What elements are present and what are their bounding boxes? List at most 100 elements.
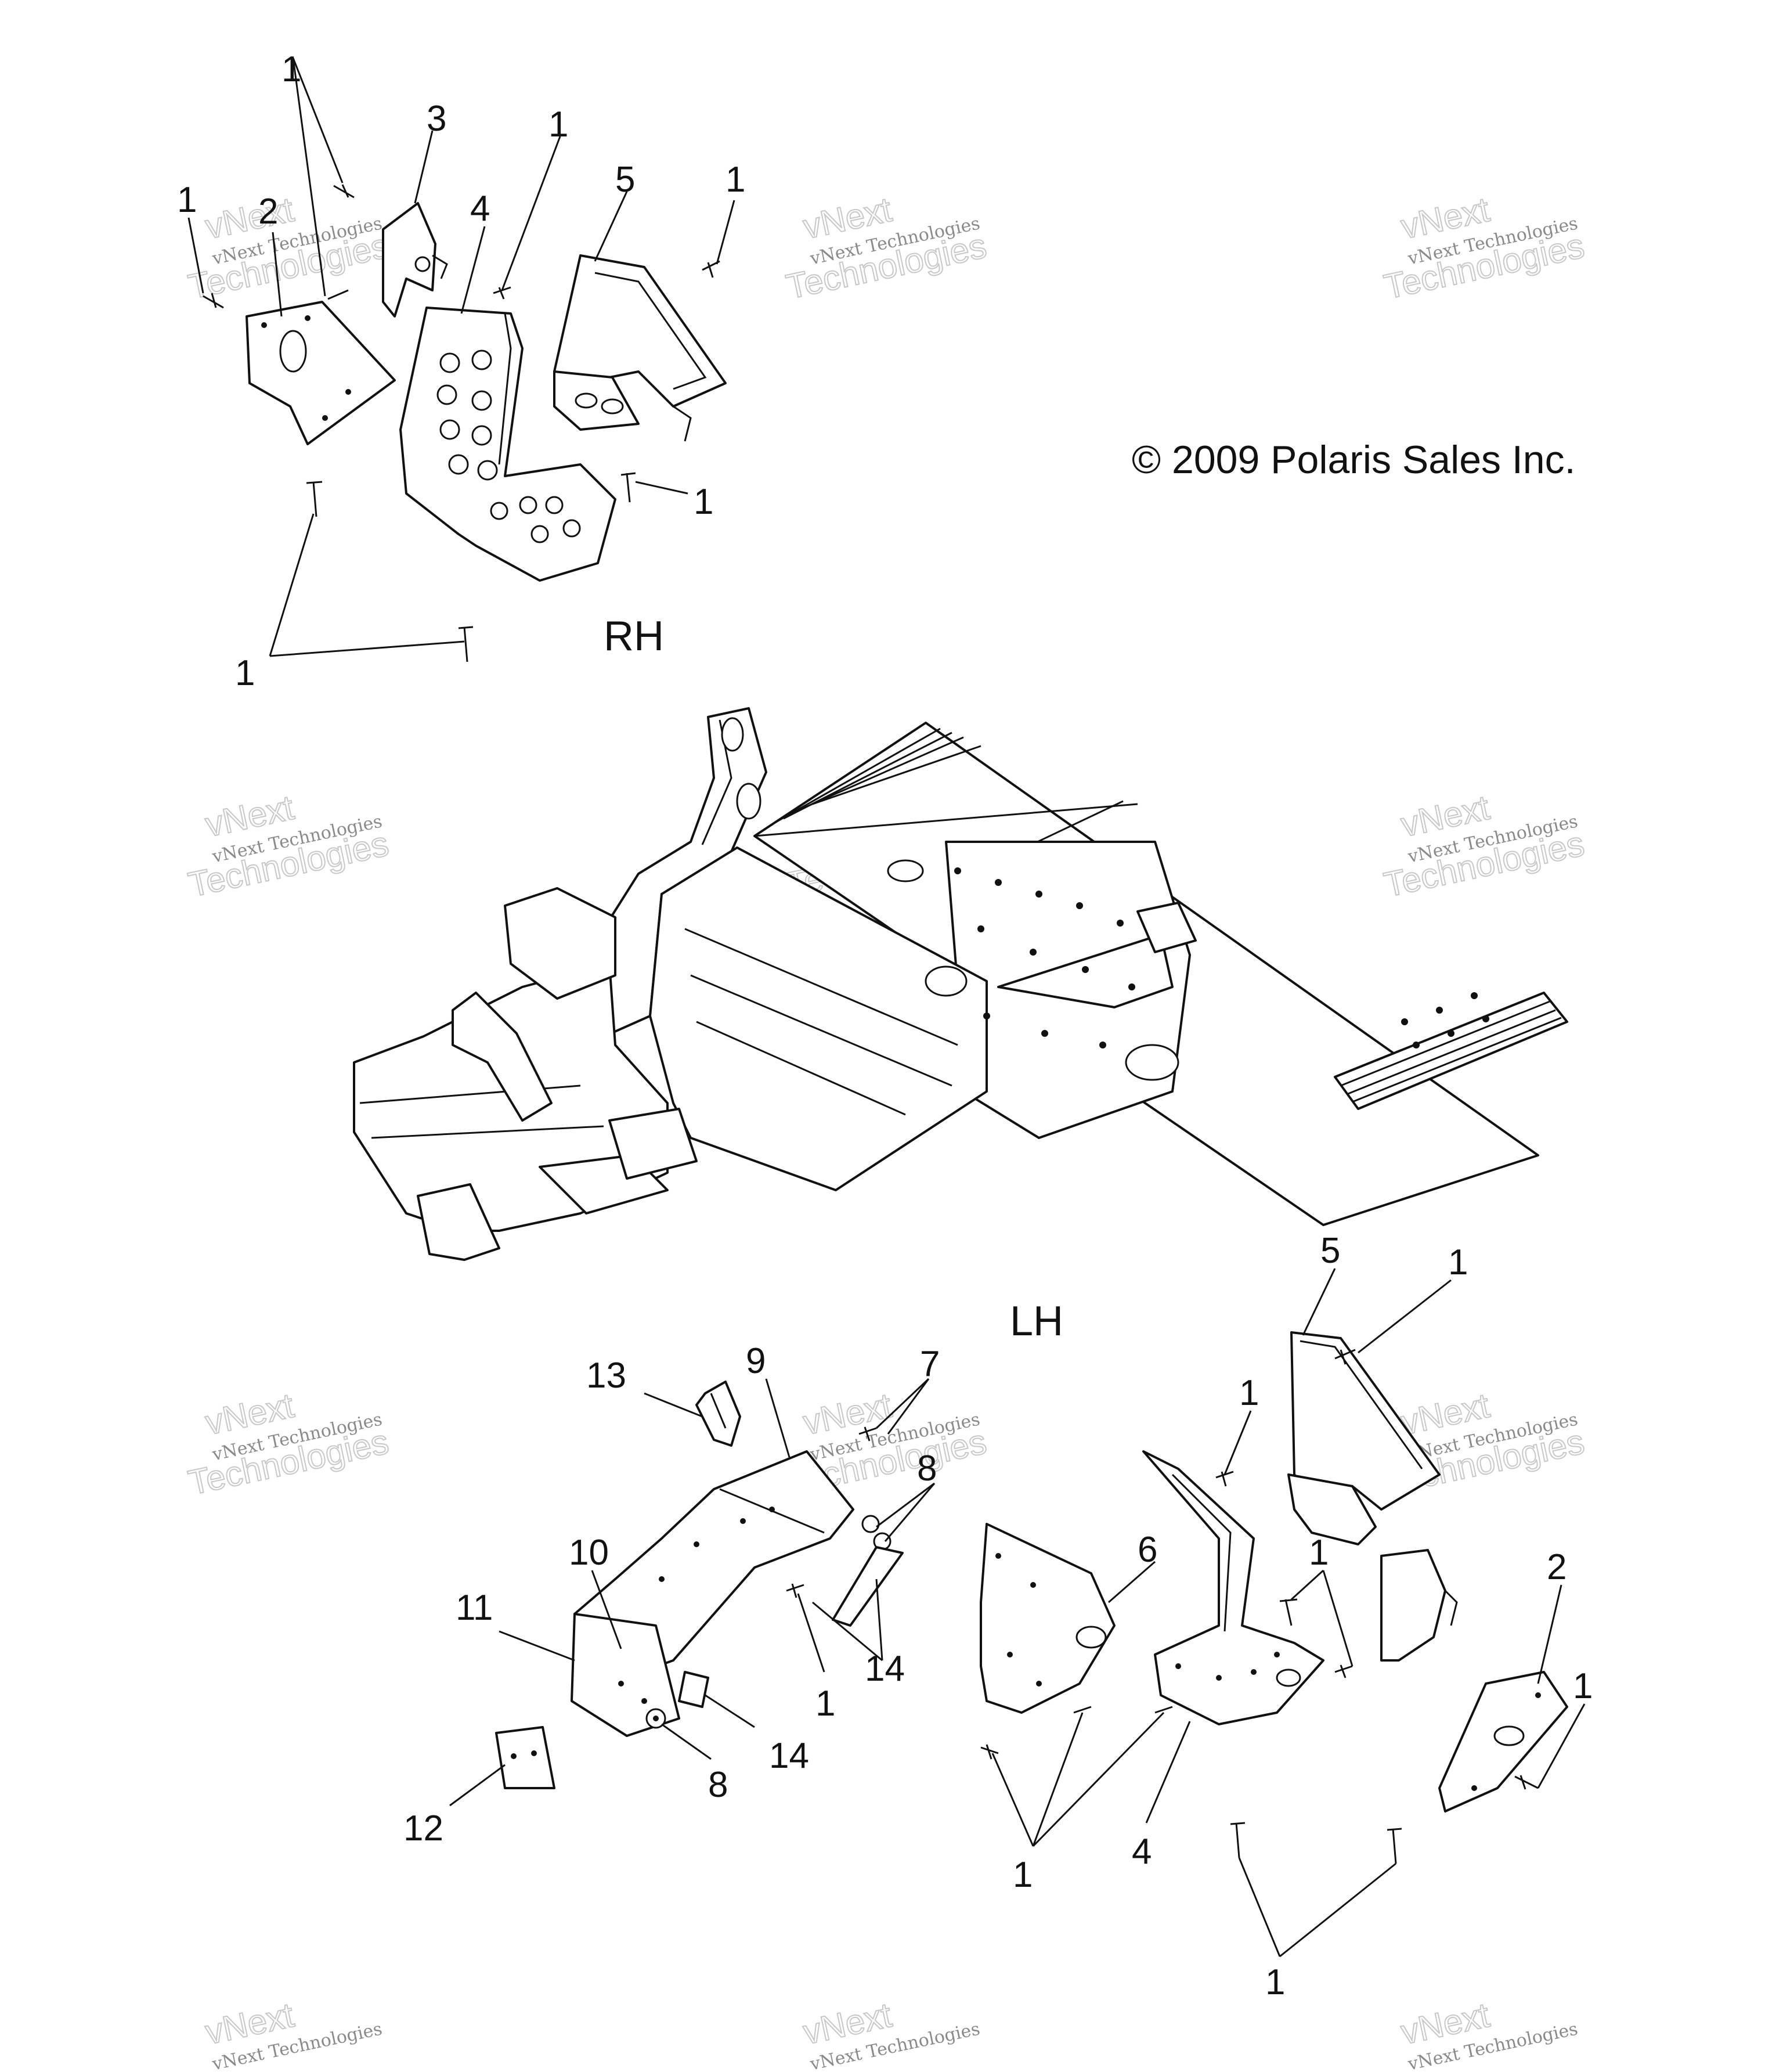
lh-callout-1-d: 1 — [815, 1684, 835, 1724]
lh-leader-1a — [1358, 1279, 1452, 1354]
lh-callout-6: 6 — [1138, 1530, 1157, 1570]
lh-fastener-h — [1154, 1706, 1173, 1714]
lh-part-6-side-panel — [980, 1523, 1116, 1714]
copyright-notice: © 2009 Polaris Sales Inc. — [1132, 438, 1576, 482]
lh-callout-14-b: 14 — [769, 1736, 809, 1776]
chassis-assembly — [353, 707, 1568, 1261]
lh-leader-12 — [449, 1764, 506, 1807]
lh-leader-6 — [1108, 1561, 1156, 1603]
lh-part-14-strip-a — [832, 1546, 904, 1627]
lh-callout-1-f: 1 — [1013, 1855, 1033, 1895]
lh-leader-1e — [1537, 1703, 1586, 1789]
lh-leader-2 — [1537, 1584, 1562, 1684]
lh-part-2-side-panel — [1438, 1671, 1568, 1812]
rh-part-3-bracket — [382, 202, 448, 318]
lh-leader-7 — [875, 1378, 930, 1435]
lh-leader-14b — [705, 1694, 755, 1728]
lh-leader-1b — [1223, 1410, 1252, 1475]
watermark-bottom-center: vNext vNext Technologies — [799, 1995, 982, 2072]
label-lh: LH — [1010, 1298, 1063, 1345]
rh-callout-4: 4 — [470, 189, 490, 229]
lh-callout-1-b: 1 — [1239, 1373, 1259, 1413]
lh-fastener-e — [1514, 1775, 1539, 1790]
lh-part-12-plate — [495, 1726, 555, 1789]
lh-part-14-strip-b — [678, 1671, 709, 1708]
rh-part-4-main-panel — [399, 307, 616, 582]
lh-leader-1c — [1290, 1569, 1354, 1667]
rh-callout-1-lower: 1 — [694, 482, 713, 522]
lh-fastener-i — [1230, 1822, 1246, 1858]
lh-leader-13 — [644, 1392, 703, 1418]
lh-leader-1d — [797, 1593, 825, 1673]
lh-callout-1-c: 1 — [1309, 1533, 1329, 1573]
rh-fastener-b — [203, 293, 224, 309]
rh-fastener-f — [620, 472, 636, 503]
lh-leader-11 — [499, 1630, 575, 1662]
lh-part-8-nut-b — [861, 1515, 892, 1551]
lh-part-5-upper-panel — [1287, 1331, 1441, 1545]
rh-fastener-c — [327, 289, 349, 300]
rh-leader-4 — [460, 226, 486, 314]
lh-callout-5: 5 — [1320, 1231, 1340, 1271]
watermark-bottom-left: vNext vNext Technologies — [201, 1995, 384, 2072]
lh-fastener-a — [1334, 1349, 1356, 1365]
lh-fastener-f — [980, 1744, 999, 1760]
rh-leader-5 — [594, 191, 628, 262]
watermark-mid-right: vNext vNext Technologies Technologies — [1380, 787, 1589, 905]
rh-fastener-g — [306, 481, 323, 517]
rh-callout-1-mid: 1 — [548, 104, 568, 145]
lh-fastener-k — [858, 1426, 877, 1442]
watermark-low-left: vNext vNext Technologies Technologies — [185, 1385, 393, 1503]
lh-part-13-clip — [695, 1381, 741, 1447]
rh-callout-1-bottom: 1 — [235, 653, 255, 693]
lh-fastener-d — [1334, 1664, 1353, 1678]
rh-callout-2: 2 — [258, 192, 278, 232]
lh-callout-2: 2 — [1547, 1547, 1567, 1587]
rh-part-2-side-panel — [246, 301, 396, 445]
lh-callout-1-a: 1 — [1448, 1242, 1468, 1282]
lh-leader-4 — [1145, 1721, 1191, 1824]
lh-callout-1-e: 1 — [1573, 1666, 1593, 1706]
lh-callout-7: 7 — [920, 1344, 940, 1384]
watermark-top-right: vNext vNext Technologies Technologies — [1380, 189, 1589, 307]
lh-callout-11: 11 — [456, 1588, 493, 1628]
rh-leader-1a — [292, 57, 344, 183]
lh-callout-1-g: 1 — [1265, 1962, 1285, 2002]
rh-leader-1b — [292, 57, 326, 297]
rh-leader-1f — [635, 481, 688, 495]
rh-callout-1-left: 1 — [177, 180, 197, 220]
lh-leader-8b — [661, 1723, 712, 1760]
lh-callout-12: 12 — [403, 1808, 443, 1848]
rh-fastener-a — [333, 184, 355, 199]
rh-callout-5: 5 — [615, 160, 635, 200]
watermark-bottom-right: vNext vNext Technologies — [1397, 1995, 1580, 2072]
lh-leader-10 — [591, 1570, 622, 1649]
lh-leader-1g — [1238, 1857, 1396, 1958]
lh-leader-8a — [876, 1482, 936, 1542]
lh-callout-10: 10 — [569, 1533, 609, 1573]
lh-leader-1f — [991, 1711, 1165, 1847]
rh-callout-1-right: 1 — [726, 160, 745, 200]
lh-fastener-j — [1387, 1828, 1402, 1864]
lh-fastener-g — [1073, 1706, 1092, 1714]
lh-fastener-l — [786, 1583, 804, 1598]
lh-callout-8-bottom: 8 — [708, 1765, 728, 1805]
lh-fastener-c — [1279, 1598, 1298, 1626]
lh-callout-8-top: 8 — [917, 1448, 937, 1489]
rh-leader-1e — [187, 217, 204, 294]
rh-callout-1-top: 1 — [281, 49, 301, 89]
watermark-top-left: vNext vNext Technologies Technologies — [185, 189, 393, 307]
lh-part-4-main-panel — [1142, 1450, 1324, 1725]
rh-leader-1g — [269, 513, 465, 657]
label-rh: RH — [604, 613, 664, 660]
rh-callout-3: 3 — [427, 99, 446, 139]
rh-leader-1c — [501, 136, 561, 291]
rh-leader-2 — [272, 232, 283, 317]
rh-fastener-h — [458, 626, 474, 662]
watermark-mid-left: vNext vNext Technologies Technologies — [185, 787, 393, 905]
lh-callout-13: 13 — [586, 1356, 626, 1396]
lh-part-8-nut — [645, 1708, 666, 1729]
rh-leader-1d — [716, 200, 735, 265]
rh-part-5-upper-panel — [553, 254, 727, 442]
lh-leader-14a — [812, 1579, 883, 1662]
